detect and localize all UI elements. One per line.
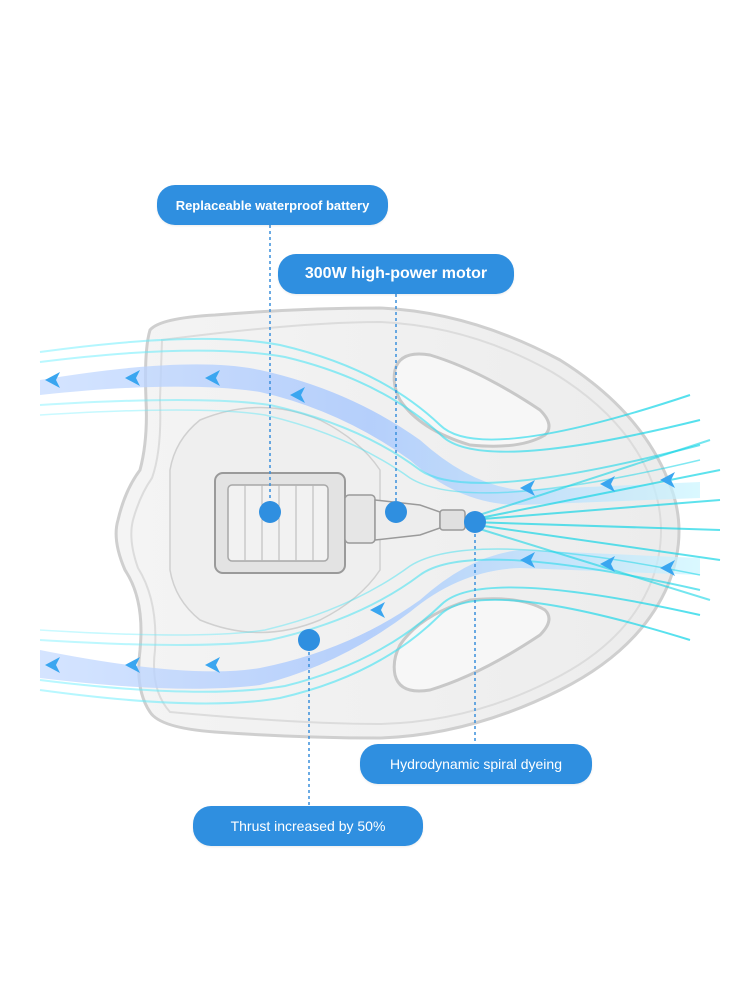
arrow-icon [205, 657, 220, 673]
arrow-icon [660, 472, 675, 488]
battery [214, 472, 346, 574]
motor-callout-label: 300W high-power motor [304, 265, 488, 282]
arrow-icon [600, 556, 615, 572]
arrow-icon [45, 372, 60, 388]
battery-callout-label: Replaceable waterproof battery [175, 197, 370, 213]
motor-callout: 300W high-power motor [278, 254, 514, 294]
arrow-icon [520, 552, 535, 568]
thrust-callout-label: Thrust increased by 50% [230, 818, 386, 834]
arrow-icon [205, 370, 220, 386]
dyeing-callout: Hydrodynamic spiral dyeing [360, 744, 592, 784]
water-flow-lower [39, 548, 701, 705]
arrow-icon [45, 657, 60, 673]
water-flow-intake [469, 439, 721, 601]
motor-marker [385, 501, 407, 523]
flow-arrows [45, 370, 675, 673]
arrow-icon [290, 387, 305, 403]
thrust-callout: Thrust increased by 50% [193, 806, 423, 846]
dyeing-callout-label: Hydrodynamic spiral dyeing [390, 756, 562, 772]
dyeing-marker [464, 511, 486, 533]
arrow-icon [125, 657, 140, 673]
markers [259, 501, 486, 651]
water-flow-upper [39, 337, 701, 505]
leader-lines [269, 225, 476, 806]
battery-marker [259, 501, 281, 523]
thrust-marker [298, 629, 320, 651]
arrow-icon [520, 480, 535, 496]
battery-callout: Replaceable waterproof battery [157, 185, 388, 225]
arrow-icon [370, 602, 385, 618]
arrow-icon [125, 370, 140, 386]
arrow-icon [660, 560, 675, 576]
arrow-icon [600, 476, 615, 492]
